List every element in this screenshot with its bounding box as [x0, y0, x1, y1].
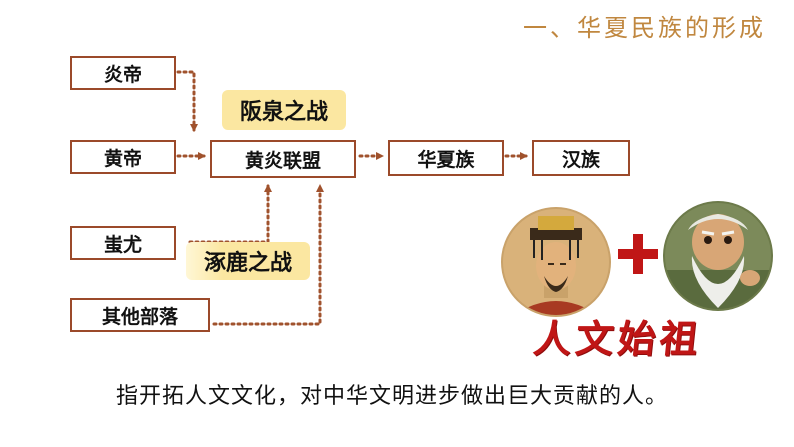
connector-chiyou: [188, 184, 272, 244]
connector-other-tribes: [212, 184, 324, 326]
section-title: 一、华夏民族的形成: [523, 14, 766, 42]
battle-zhuolu: 涿鹿之战: [186, 242, 310, 280]
yandi-portrait: [663, 201, 773, 311]
battle-banquan: 阪泉之战: [222, 90, 346, 130]
caption: 指开拓人文文化，对中华文明进步做出巨大贡献的人。: [116, 384, 669, 409]
title-seal: 人文始祖: [531, 316, 705, 361]
node-han: 汉族: [532, 140, 630, 176]
node-other-tribes: 其他部落: [70, 298, 210, 332]
plus-icon: [618, 234, 658, 274]
connector-yandi: [176, 70, 198, 132]
node-chiyou: 蚩尤: [70, 226, 176, 260]
node-alliance: 黄炎联盟: [210, 140, 356, 178]
huangdi-portrait: [501, 207, 611, 317]
node-huaxia: 华夏族: [388, 140, 504, 176]
node-huangdi: 黄帝: [70, 140, 176, 174]
node-yandi: 炎帝: [70, 56, 176, 90]
